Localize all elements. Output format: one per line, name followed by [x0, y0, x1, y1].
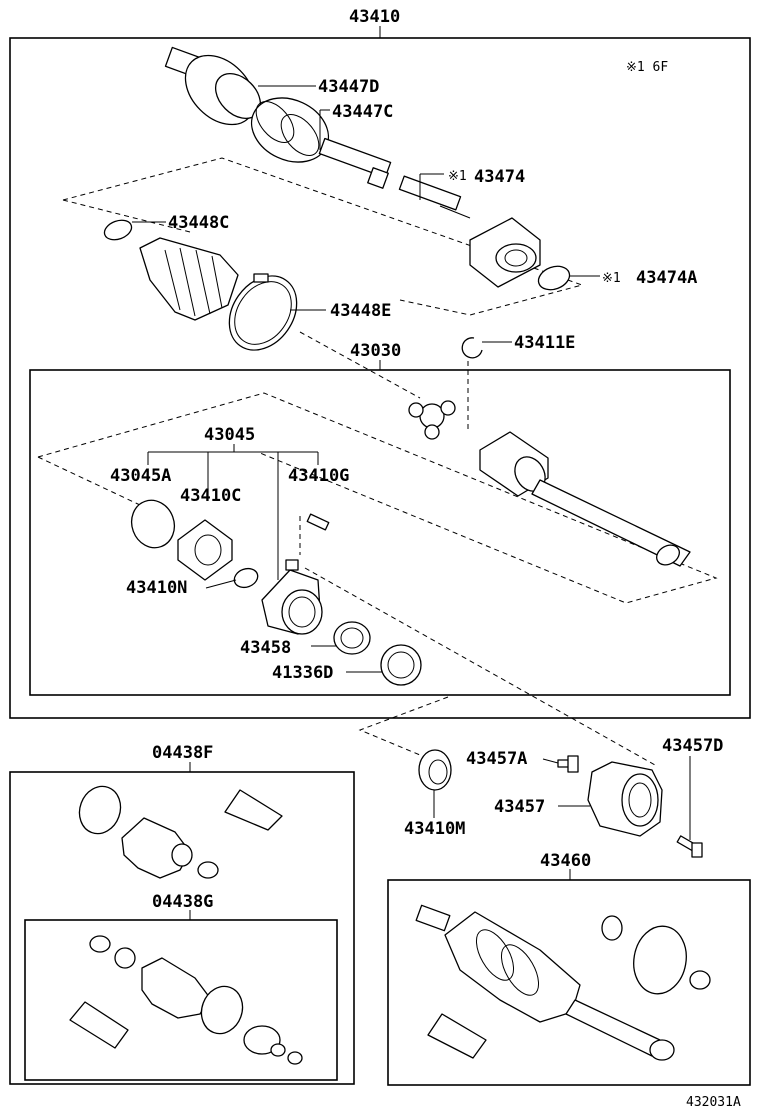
label-43474: 43474: [474, 167, 525, 187]
label-43410N: 43410N: [126, 578, 187, 598]
label-43410G: 43410G: [288, 466, 349, 486]
label-43045A: 43045A: [110, 466, 171, 486]
label-41336D: 41336D: [272, 663, 333, 683]
kit-04438G: [69, 935, 303, 1065]
part-43457-bracket: [587, 761, 663, 837]
label-43460: 43460: [540, 851, 591, 871]
part-43457D-bolt: [676, 835, 703, 858]
part-43410C-bearing: [177, 519, 233, 581]
part-43411E-snapring: [461, 337, 483, 359]
assembly-43460: [415, 904, 711, 1061]
label-43474A: 43474A: [636, 268, 697, 288]
frame-04438G: [24, 919, 338, 1081]
dash-link-bearing: [304, 567, 656, 766]
frame-43410: [9, 37, 751, 719]
label-43447C: 43447C: [332, 102, 393, 122]
label-43457D: 43457D: [662, 736, 723, 756]
part-boot-inner: [139, 237, 239, 321]
group-outline-43410M: [358, 696, 449, 761]
part-43410G-pin: [306, 513, 330, 531]
label-43410C: 43410C: [180, 486, 241, 506]
group-outline-inner-left: [37, 456, 141, 506]
frame-04438F: [9, 771, 355, 1085]
part-43448C-clamp: [103, 219, 133, 241]
part-43448E-clamp: [228, 273, 298, 351]
group-outline-inner: [37, 392, 718, 604]
part-inner-joint-shaft: [479, 431, 691, 567]
figure-number: 432031A: [686, 1095, 741, 1110]
part-bearing-bracket: [261, 559, 323, 635]
part-43410M-seal: [418, 749, 452, 791]
drive-shaft-outer-assembly: [164, 46, 471, 219]
kit-04438F: [78, 785, 283, 879]
label-43448C: 43448C: [168, 213, 229, 233]
dash-link-tripod: [299, 331, 421, 399]
group-outline-upper-left: [62, 199, 191, 233]
part-43474-bearing: [469, 217, 541, 288]
part-43474A-ring: [537, 265, 571, 291]
leader-lines: [132, 85, 691, 840]
label-43457A: 43457A: [466, 749, 527, 769]
part-43458-seal: [333, 621, 371, 655]
part-43045A-snapring: [130, 499, 176, 549]
mark-43474: ※1: [448, 169, 467, 184]
label-43448E: 43448E: [330, 301, 391, 321]
label-43447D: 43447D: [318, 77, 379, 97]
label-43410M: 43410M: [404, 819, 465, 839]
part-tripod: [408, 400, 456, 440]
label-43411E: 43411E: [514, 333, 575, 353]
label-43410: 43410: [349, 7, 400, 27]
label-04438F: 04438F: [152, 743, 213, 763]
label-43458: 43458: [240, 638, 291, 658]
label-04438G: 04438G: [152, 892, 213, 912]
group-outline-upper: [62, 157, 584, 316]
mark-43474A: ※1: [602, 271, 621, 286]
label-43030: 43030: [350, 341, 401, 361]
note-top: ※1 6F: [626, 60, 668, 75]
label-43457: 43457: [494, 797, 545, 817]
label-43045: 43045: [204, 425, 255, 445]
part-43457A-bolt: [557, 755, 579, 773]
frame-43460: [387, 879, 751, 1086]
part-41336D-bearing: [380, 644, 422, 686]
part-43410N-ring: [233, 567, 259, 589]
